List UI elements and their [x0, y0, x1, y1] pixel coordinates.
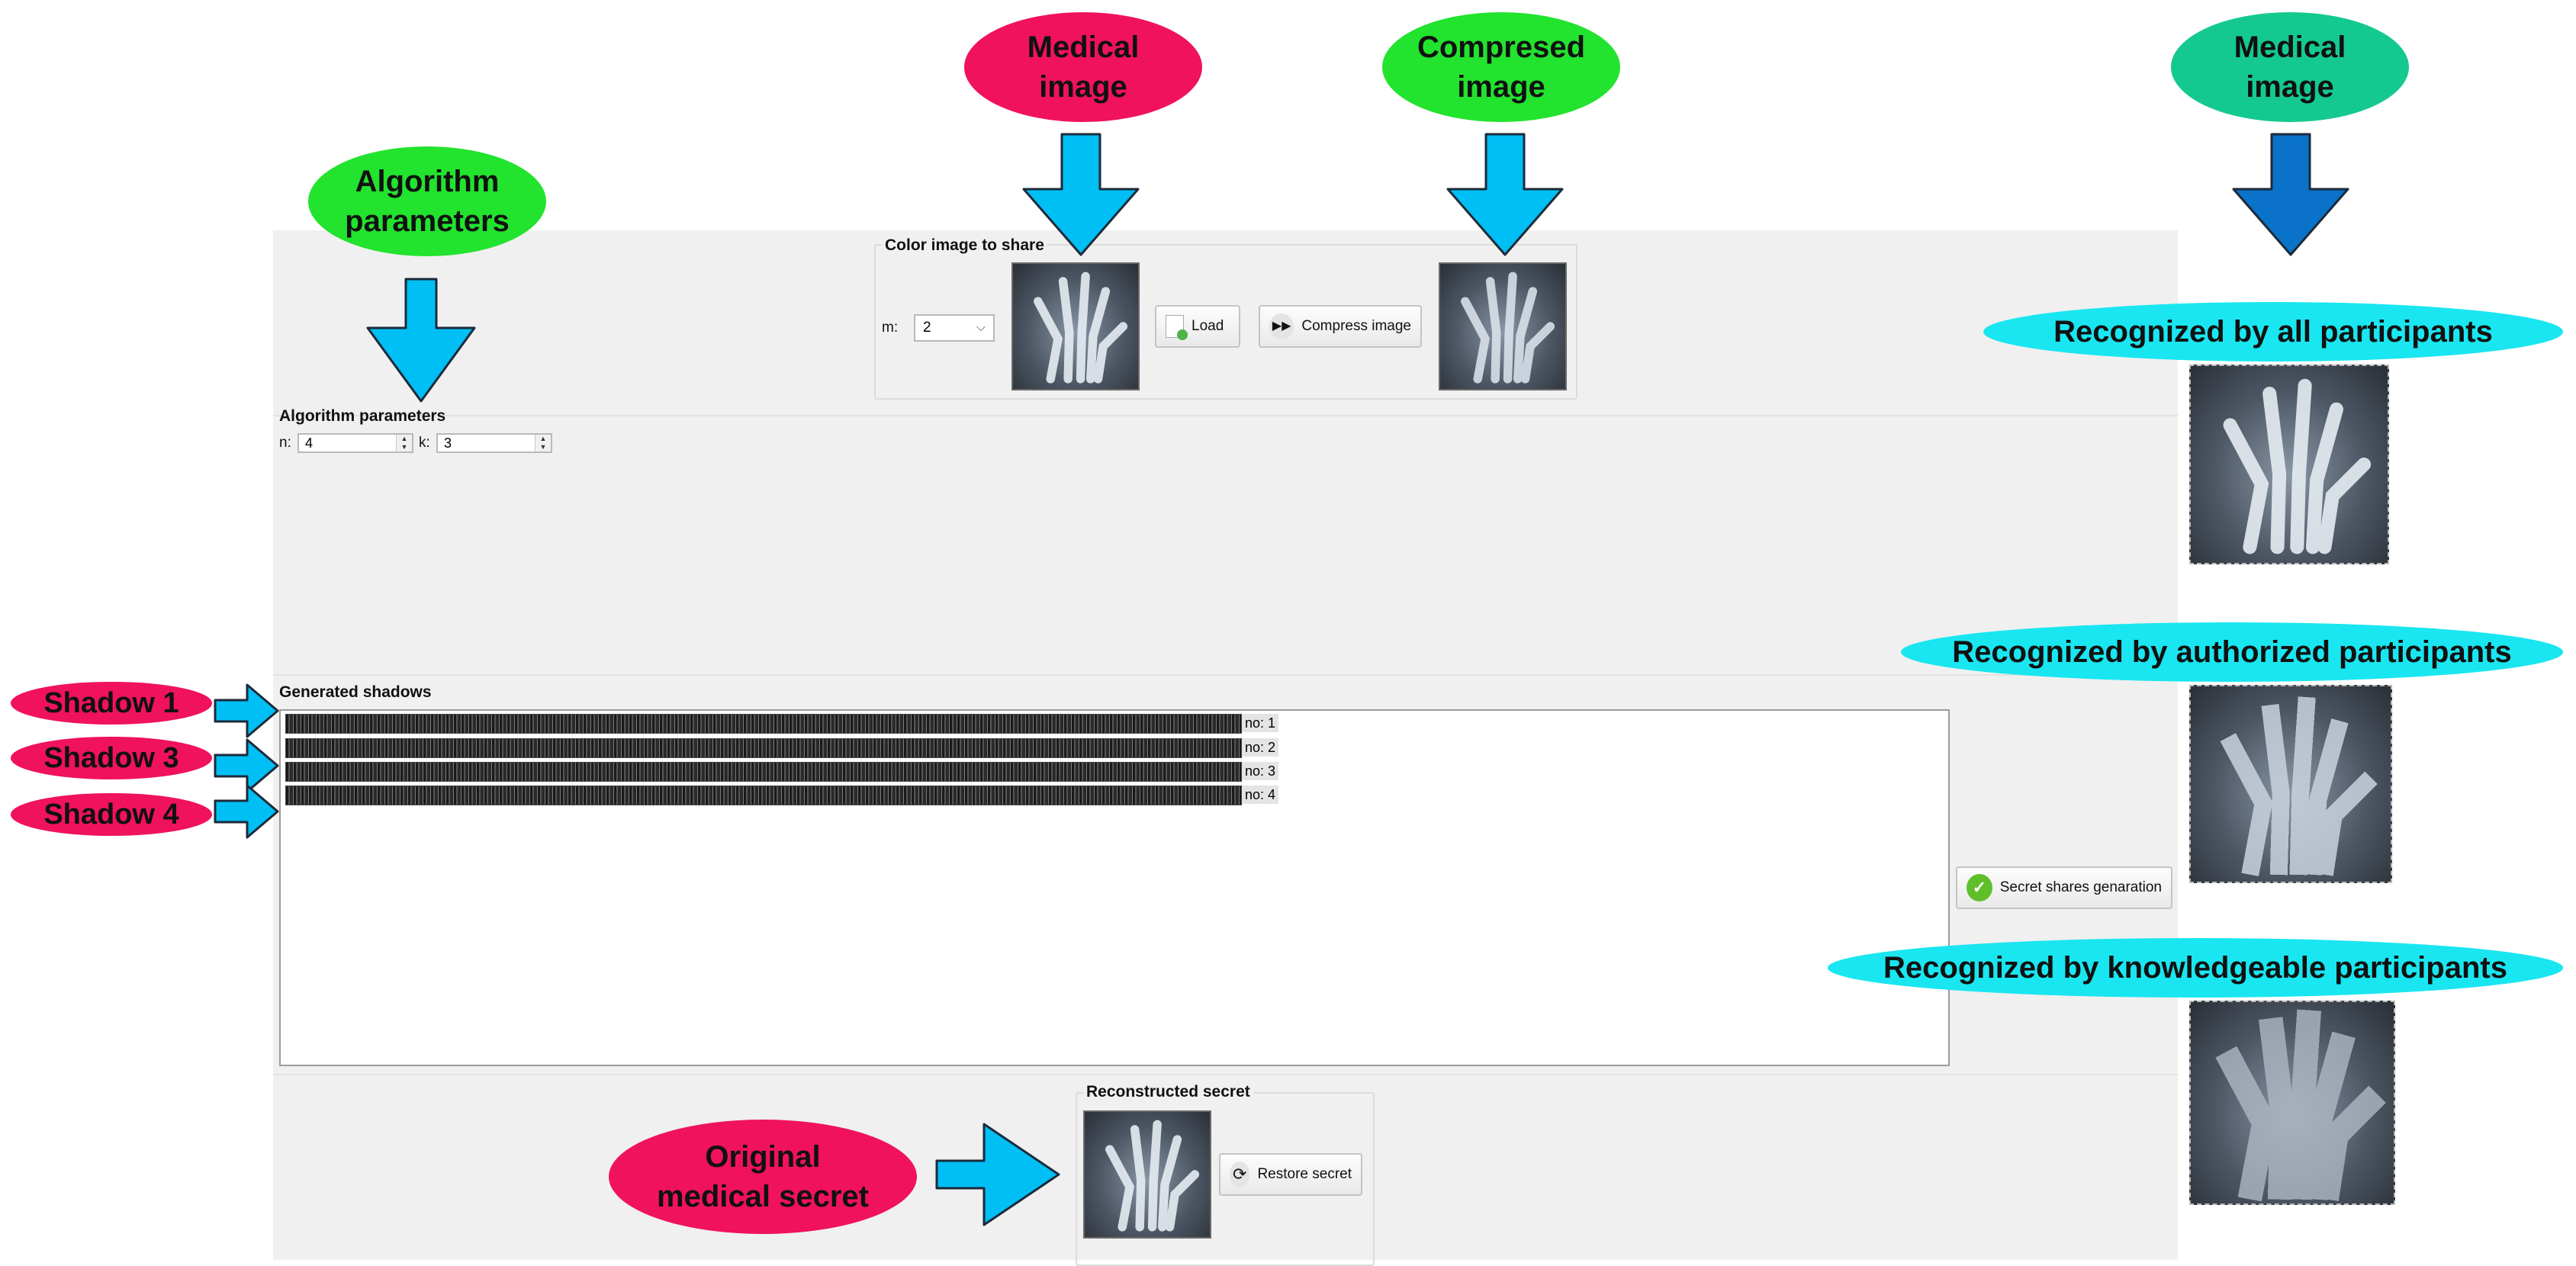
m-label: m: [882, 320, 899, 336]
annotation-shadow-1: Shadow 1 [11, 682, 212, 725]
recognized-all-image [2189, 365, 2389, 564]
reconstructed-secret-title: Reconstructed secret [1083, 1083, 1253, 1101]
load-button-label: Load [1192, 318, 1224, 334]
restore-secret-label: Restore secret [1257, 1166, 1352, 1182]
shadow-label: no: 4 [1242, 786, 1279, 804]
arrow-down-icon [1022, 133, 1140, 256]
restore-icon: ⟳ [1230, 1162, 1250, 1187]
recognized-authorized-image [2189, 685, 2392, 883]
m-select[interactable]: 2 ⌵ [914, 314, 995, 342]
annotation-shadow-4: Shadow 4 [11, 793, 212, 836]
annotation-recognized-knowledgeable: Recognized by knowledgeable participants [1828, 938, 2563, 998]
spin-arrows-icon[interactable]: ▲▼ [396, 435, 412, 451]
annotation-recognized-authorized: Recognized by authorized participants [1901, 622, 2563, 682]
file-load-icon [1166, 315, 1188, 340]
annotation-medical-image-right: Medical image [2171, 12, 2409, 122]
separator [273, 415, 2178, 416]
shadow-strip[interactable] [285, 738, 1242, 758]
spin-arrows-icon[interactable]: ▲▼ [535, 435, 551, 451]
annotation-medical-image: Medical image [964, 12, 1202, 122]
n-spinbox[interactable]: 4 ▲▼ [297, 433, 413, 453]
restore-secret-button[interactable]: ⟳ Restore secret [1219, 1153, 1362, 1196]
arrow-right-icon [214, 784, 279, 839]
n-value: 4 [305, 435, 314, 451]
shadow-label: no: 3 [1242, 762, 1279, 780]
shadows-list[interactable]: no: 1 no: 2 no: 3 no: 4 [279, 709, 1950, 1066]
annotation-original-secret: Original medical secret [609, 1120, 917, 1234]
annotation-algorithm-parameters: Algorithm parameters [308, 146, 546, 256]
shadow-strip[interactable] [285, 714, 1242, 734]
separator [273, 1074, 2178, 1075]
separator [273, 674, 2178, 676]
arrow-down-icon [366, 278, 476, 403]
k-label: k: [419, 435, 430, 451]
arrow-down-icon [1446, 133, 1564, 256]
fast-forward-icon: ▶▶ [1269, 313, 1294, 339]
annotation-recognized-all: Recognized by all participants [1983, 302, 2563, 361]
medical-image-preview [1011, 262, 1140, 390]
arrow-right-icon [214, 683, 279, 738]
k-spinbox[interactable]: 3 ▲▼ [436, 433, 552, 453]
shadow-label: no: 2 [1242, 738, 1279, 757]
chevron-down-icon: ⌵ [976, 321, 986, 334]
arrow-down-icon [2232, 133, 2349, 256]
arrow-right-icon [214, 738, 279, 793]
k-value: 3 [444, 435, 452, 451]
algorithm-parameters-title: Algorithm parameters [279, 407, 446, 425]
m-select-value: 2 [923, 320, 931, 336]
checkmark-icon: ✓ [1967, 874, 1992, 901]
n-label: n: [279, 435, 291, 451]
annotation-shadow-3: Shadow 3 [11, 737, 212, 779]
shadow-strip[interactable] [285, 762, 1242, 782]
color-image-group [874, 244, 1577, 400]
arrow-right-icon [935, 1123, 1060, 1226]
compress-image-button-label: Compress image [1301, 318, 1411, 334]
recognized-knowledgeable-image [2189, 1001, 2395, 1205]
secret-shares-generation-label: Secret shares genaration [1999, 879, 2162, 895]
shadow-strip[interactable] [285, 786, 1242, 805]
load-button[interactable]: Load [1155, 305, 1240, 348]
annotation-compresed-image: Compresed image [1382, 12, 1620, 122]
generated-shadows-title: Generated shadows [279, 683, 432, 701]
compressed-image-preview [1439, 262, 1567, 390]
secret-shares-generation-button[interactable]: ✓ Secret shares genaration [1956, 866, 2172, 909]
compress-image-button[interactable]: ▶▶ Compress image [1259, 305, 1422, 348]
color-image-group-title: Color image to share [882, 236, 1047, 255]
shadow-label: no: 1 [1242, 714, 1279, 732]
reconstructed-image [1083, 1110, 1211, 1239]
